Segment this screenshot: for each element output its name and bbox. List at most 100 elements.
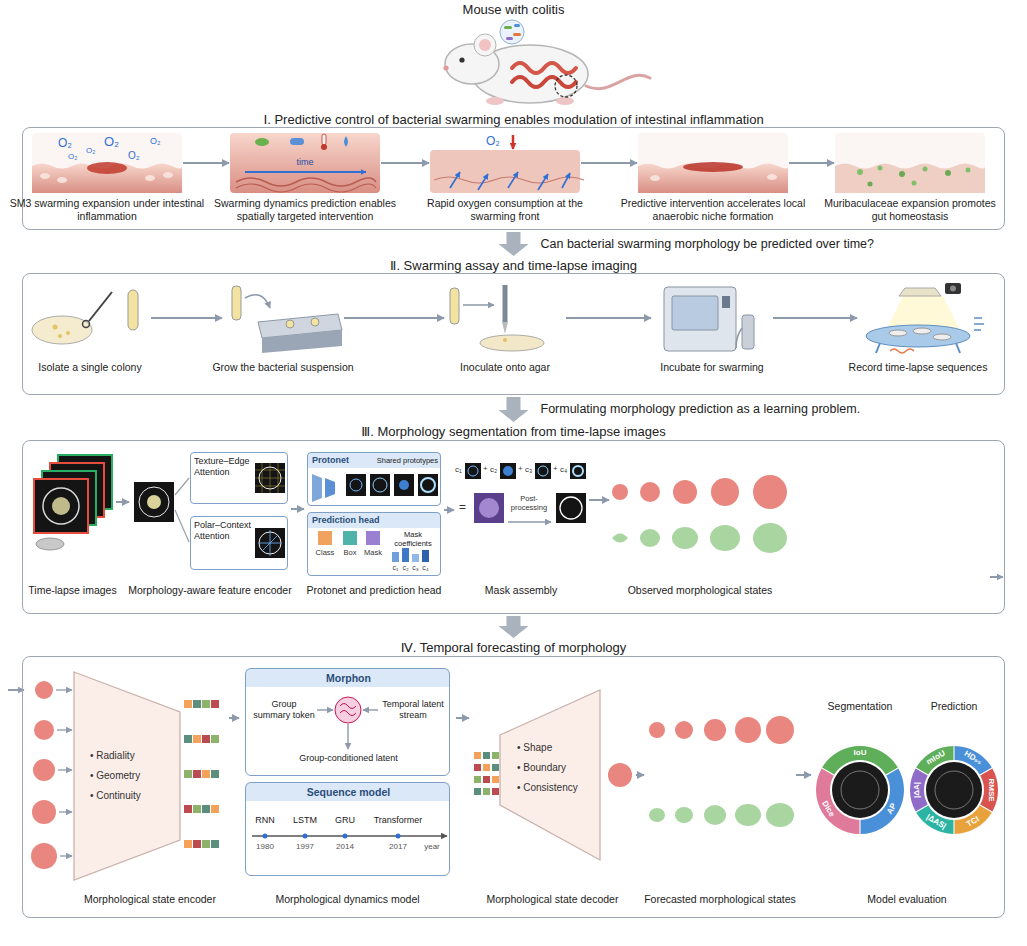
forecast-shapes [675, 721, 693, 739]
mouse-illustration [555, 75, 577, 97]
annotation-label: + [483, 464, 488, 474]
step-arrow [796, 774, 811, 776]
text-slot: Shared prototypes [364, 456, 438, 465]
prediction-image [230, 133, 380, 193]
colony-isolation-icon [53, 325, 58, 330]
annotation-label: Box [344, 548, 357, 557]
text-slot: RNN [255, 815, 275, 826]
edge-label: Can bacterial swarming morphology be pre… [539, 237, 877, 252]
time-lapse-frames [34, 455, 112, 550]
text-slot: Morphological dynamics model [240, 893, 455, 906]
process-box: Polar–Context Attention [190, 516, 288, 570]
node-label: • Consistency [517, 782, 602, 794]
encoder-graphics [34, 720, 54, 740]
mouse-illustration [514, 24, 520, 27]
shaker-icon [286, 320, 294, 328]
incubator-icon [736, 328, 742, 348]
oxygen-front-image [430, 150, 580, 193]
annotation-label: O₂ [486, 134, 500, 148]
shaker-icon [311, 318, 319, 326]
step-group: SegmentationIoUAPDicePredictionmIoUHD₉₅R… [812, 666, 1002, 880]
node-label: Shared prototypes [364, 456, 438, 465]
encoder-graphics [184, 700, 192, 708]
protonet-graphics [373, 478, 387, 492]
annotation-label: O₂ [150, 136, 161, 147]
text-slot: Morphon [246, 672, 451, 685]
metric-donut: PredictionmIoUHD₉₅RMSETCI|ΔAS||ΔA| [908, 700, 1000, 850]
text-slot: Morphology-aware feature encoder [108, 584, 312, 597]
step-arrow [589, 499, 609, 501]
annotation-label: 1980 [256, 842, 274, 852]
protonet-graphics [312, 474, 322, 502]
decoder-graphics [500, 690, 600, 860]
text-slot: c₂ [402, 564, 408, 572]
encoder-graphics [59, 811, 72, 812]
step-arrow [116, 501, 129, 503]
encoder-graphics [33, 759, 55, 781]
process-box: Texture–Edge Attention [190, 452, 288, 504]
encoder-graphics [139, 487, 169, 517]
protonet-graphics [394, 474, 414, 496]
encoder-graphics [35, 681, 53, 699]
node-label: Predictive intervention accelerates loca… [613, 197, 813, 222]
encoder-graphics [255, 528, 285, 558]
step-illustration: Record time-lapse sequences [858, 283, 978, 353]
decoder-graphics [492, 776, 499, 783]
time-lapse-frames [43, 488, 79, 524]
encoder-graphics [255, 463, 285, 493]
node-label: • Radiality [90, 750, 175, 762]
anaerobic-niche-image [638, 133, 788, 193]
text-slot: = [459, 500, 466, 514]
oxygen-front-image [538, 174, 548, 190]
node-label: Inoculate onto agar [425, 361, 585, 374]
text-slot: c₁ [393, 564, 399, 572]
metric-name: RMSE [987, 778, 995, 801]
homeostasis-image [868, 182, 873, 187]
decoder-graphics [474, 764, 481, 771]
annotation-label: Mask [364, 548, 382, 557]
homeostasis-image [899, 171, 905, 177]
text-slot: Inoculate onto agar [425, 361, 585, 374]
homeostasis-image [835, 133, 985, 193]
annotation-label: Post-processing [505, 494, 553, 512]
observed-shapes [673, 480, 697, 504]
encoder-graphics [255, 463, 285, 493]
forecast-shapes [704, 719, 726, 741]
step-illustration: Grow the bacterial suspension [223, 283, 343, 353]
step-illustration: Rapid oxygen consumption at the swarming… [430, 133, 580, 193]
figure-title: Mouse with colitis [0, 2, 1027, 18]
inflamed-tissue-image [163, 172, 173, 178]
encoder-graphics [202, 805, 210, 813]
annotation-label: = [459, 500, 466, 514]
text-slot: c₄ [422, 564, 428, 572]
dish-image [926, 762, 982, 818]
dish-image [832, 762, 888, 818]
incubator-icon [664, 287, 736, 351]
mouse-illustration [500, 20, 524, 44]
protonet-graphics [350, 479, 362, 491]
encoder-graphics [211, 700, 219, 708]
imaging-setup-icon [876, 343, 880, 353]
text-slot: Ⅳ. Temporal forecasting of morphology [22, 640, 1005, 656]
protonet-graphics [399, 480, 409, 490]
protonet-graphics [421, 478, 435, 492]
step-arrow [773, 317, 857, 319]
incubator-icon [672, 296, 718, 330]
incubator-icon [722, 296, 730, 308]
text-slot: O₂ [150, 136, 161, 147]
step-arrow [566, 317, 651, 319]
mouse-illustration [513, 33, 521, 36]
annotation-label: O₂ [86, 146, 95, 156]
node-label: Model evaluation [812, 893, 1002, 906]
node-label: Morphological dynamics model [240, 893, 455, 906]
process-box: Prediction headMask coefficients [307, 512, 441, 576]
dynamics-graphics [396, 834, 401, 839]
text-slot: Group summary token [252, 699, 316, 721]
step-illustration: Muribaculaceae expansion promotes gut ho… [835, 133, 985, 193]
step-arrow [444, 509, 454, 511]
text-slot: Box [344, 548, 357, 557]
step-illustration: Observed morphological states [610, 470, 790, 560]
inflamed-tissue-image [40, 173, 50, 179]
encoder-graphics [193, 805, 201, 813]
